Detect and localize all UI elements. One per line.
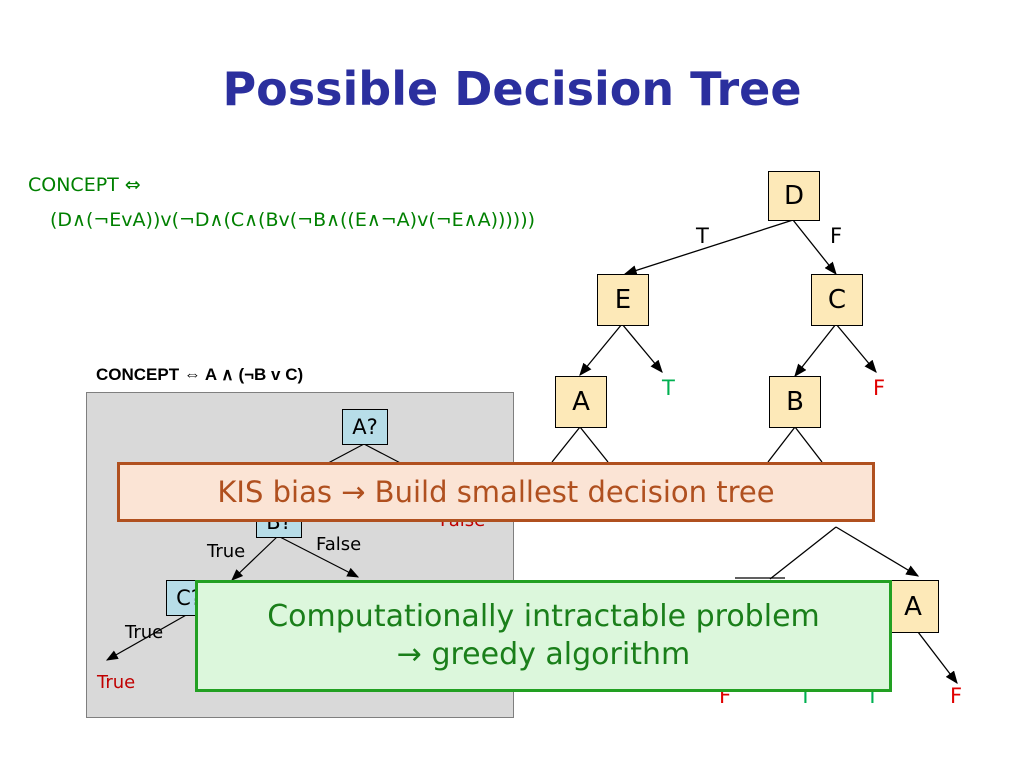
slide-title: Possible Decision Tree: [222, 62, 802, 116]
tree-node-e: E: [597, 274, 649, 326]
tree-node-a-lower: A: [887, 580, 939, 633]
edge-label-true: T: [696, 224, 709, 248]
small-tree-node-a: A?: [342, 409, 388, 445]
leaf-label-true: T: [662, 376, 675, 400]
tree-node-d: D: [768, 171, 820, 221]
small-edge-label-b-false: False: [316, 534, 362, 555]
edge-label-false: F: [830, 224, 843, 248]
tree-node-b: B: [769, 376, 821, 428]
kis-bias-callout: KIS bias → Build smallest decision tree: [117, 462, 875, 522]
tree-node-c: C: [811, 274, 863, 326]
small-edge-label-b-true: True: [207, 541, 246, 562]
bottom-leaf-false-2: F: [950, 684, 963, 708]
tree-node-a: A: [555, 376, 607, 428]
leaf-label-false: F: [873, 376, 886, 400]
intractable-callout: Computationally intractable problem → gr…: [195, 580, 892, 692]
intractable-callout-line1: Computationally intractable problem: [267, 599, 820, 634]
intractable-callout-line2: → greedy algorithm: [396, 637, 691, 672]
small-edge-label-c-true: True: [125, 622, 164, 643]
small-leaf-true: True: [97, 672, 136, 693]
small-concept-formula: CONCEPT ⇔ A ∧ (¬B v C): [96, 365, 304, 384]
concept-formula-line1: CONCEPT ⇔: [28, 174, 141, 196]
concept-formula-line2: (D∧(¬EvA))v(¬D∧(C∧(Bv(¬B∧((E∧¬A)v(¬E∧A))…: [50, 209, 536, 231]
